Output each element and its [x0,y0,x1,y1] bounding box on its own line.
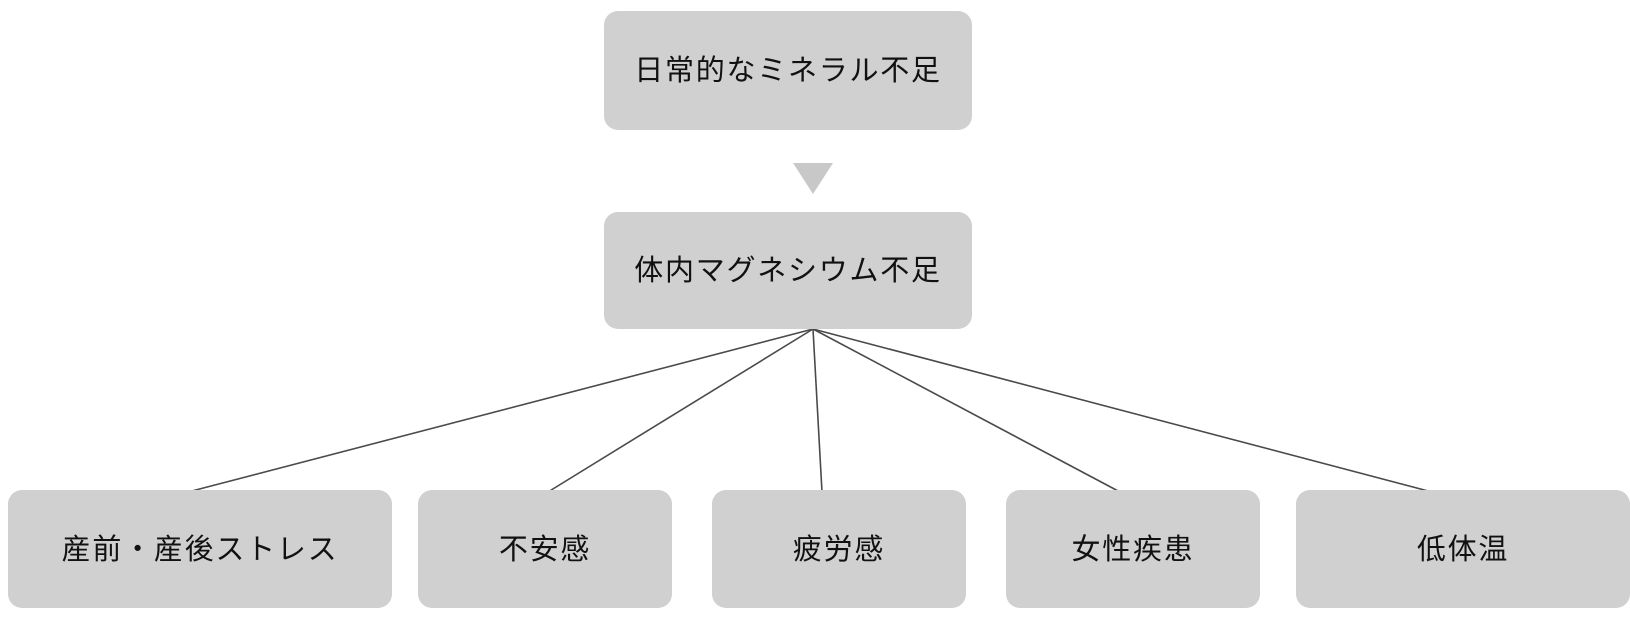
down-triangle-arrow-icon [793,163,833,194]
node-leaf-label: 産前・産後ストレス [61,531,339,566]
connector-line-2 [547,328,814,493]
connector-line-5 [812,328,1433,493]
node-leaf-label: 疲労感 [792,531,886,566]
node-leaf-prenatal-postnatal-stress[interactable]: 産前・産後ストレス [8,490,392,608]
node-root-mineral-deficiency[interactable]: 日常的なミネラル不足 [604,11,972,130]
node-magnesium-deficiency[interactable]: 体内マグネシウム不足 [604,212,972,329]
node-leaf-fatigue[interactable]: 疲労感 [712,490,966,608]
node-leaf-low-body-temperature[interactable]: 低体温 [1296,490,1630,608]
node-leaf-anxiety[interactable]: 不安感 [418,490,672,608]
node-leaf-label: 不安感 [498,531,592,566]
node-middle-label: 体内マグネシウム不足 [634,253,942,288]
node-leaf-label: 女性疾患 [1071,531,1195,566]
connector-line-1 [187,328,814,493]
node-leaf-label: 低体温 [1416,531,1510,566]
connector-line-4 [812,328,1121,493]
node-leaf-womens-disease[interactable]: 女性疾患 [1006,490,1260,608]
connector-line-3 [812,328,823,493]
node-root-label: 日常的なミネラル不足 [634,53,942,88]
